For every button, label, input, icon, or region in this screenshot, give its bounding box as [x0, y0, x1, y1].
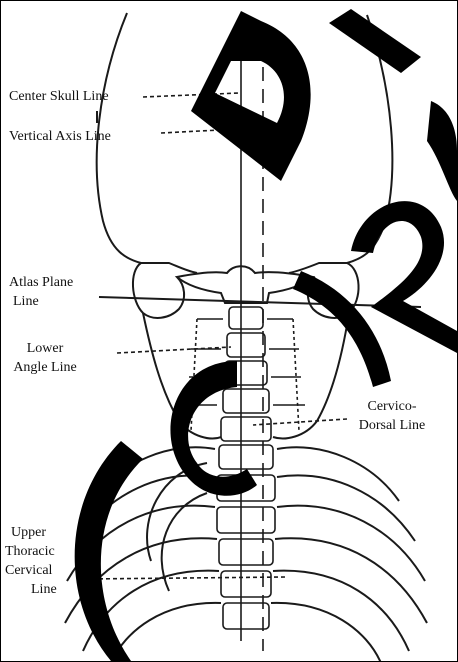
- lower-angle-line-label: Lower Angle Line: [7, 339, 83, 377]
- upper-thoracic-label-line-4: Line: [5, 580, 57, 599]
- cervico-dorsal-line-label-line-2: Dorsal Line: [351, 416, 433, 435]
- atlas-plane-line-label-line-2: Line: [9, 292, 73, 311]
- left-mastoid: [133, 263, 184, 318]
- cervico-dorsal-line-label-line-1: Cervico-: [351, 397, 433, 416]
- atlas-plane-line-label: Atlas Plane Line: [9, 273, 73, 311]
- lower-angle-line-label-line-2: Angle Line: [7, 358, 83, 377]
- lower-angle-line-label-line-1: Lower: [7, 339, 83, 358]
- vertical-axis-line-label: Vertical Axis Line: [9, 127, 111, 146]
- ribs-right: [271, 447, 427, 661]
- atlas-plane-line: [99, 297, 421, 307]
- watermark: [75, 9, 457, 661]
- upper-thoracic-label-line-3: Cervical: [5, 561, 57, 580]
- thoracic-spine: [217, 475, 275, 629]
- upper-thoracic-label-line-2: Thoracic: [5, 542, 57, 561]
- cervico-dorsal-line-label: Cervico- Dorsal Line: [351, 397, 433, 435]
- atlas-plane-line-label-line-1: Atlas Plane: [9, 273, 73, 292]
- upper-thoracic-label-line-1: Upper: [5, 523, 57, 542]
- center-skull-line-label: Center Skull Line: [9, 87, 109, 106]
- upper-thoracic-cervical-line-label: Upper Thoracic Cervical Line: [5, 523, 57, 599]
